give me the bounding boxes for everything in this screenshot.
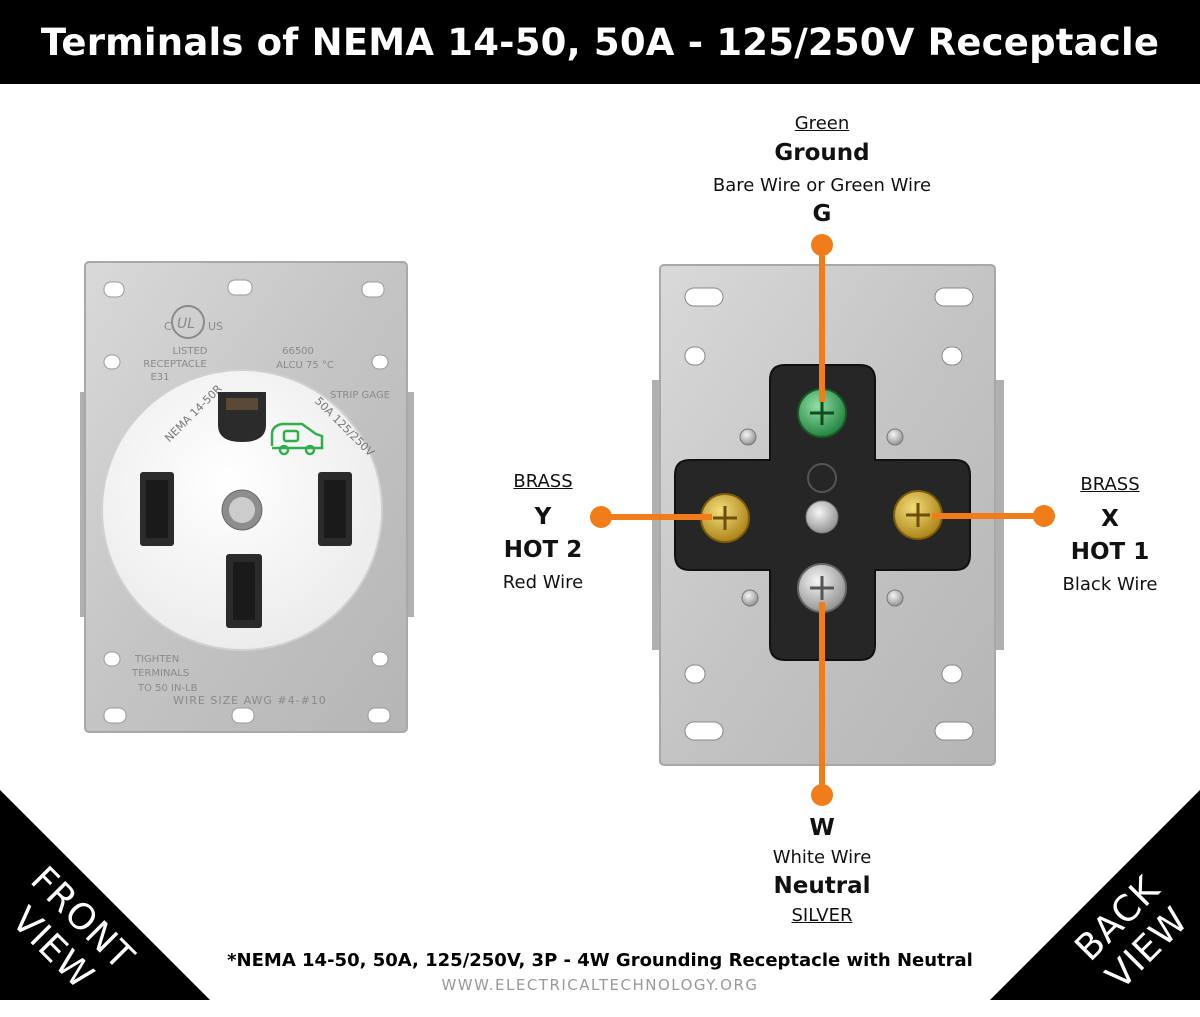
alcu-rating-text: ALCU 75 °C [276, 360, 334, 371]
front-plate-slot [367, 707, 391, 724]
ground-material-label: Green [794, 113, 850, 134]
back-plate-slot [684, 664, 706, 684]
ground-callout-dot [811, 234, 833, 256]
front-plate-slot [227, 279, 253, 296]
hot2-wire-label: Red Wire [502, 572, 584, 593]
e-code-text: E31 [150, 372, 169, 383]
neutral-letter-label: W [809, 815, 835, 841]
neutral-material-label: SILVER [791, 905, 853, 926]
neutral-callout-dot [811, 784, 833, 806]
back-plate-slot [941, 346, 963, 366]
front-plate-slot [103, 651, 121, 667]
mounting-screw [886, 428, 904, 446]
front-view-receptacle: UL C US LISTED RECEPTACLE E31 66500 ALCU… [80, 261, 414, 733]
hot1-callout-dot [1033, 505, 1055, 527]
callout-lines [590, 234, 1055, 806]
hot1-letter-label: X [1101, 506, 1119, 532]
neutral-name-label: Neutral [773, 873, 871, 899]
website-footer: WWW.ELECTRICALTECHNOLOGY.ORG [441, 976, 759, 994]
back-view-corner [990, 790, 1200, 1000]
mounting-screw [741, 589, 759, 607]
model-number-text: 66500 [282, 346, 314, 357]
ground-wire-label: Bare Wire or Green Wire [712, 175, 932, 196]
back-plate-slot [684, 721, 724, 741]
front-plate-slot [103, 281, 125, 298]
back-plate-slot [941, 664, 963, 684]
hot1-material-label: BRASS [1080, 474, 1140, 495]
ul-us-text: US [208, 320, 223, 333]
hot2-name-label: HOT 2 [503, 537, 583, 563]
front-plate-slot [103, 354, 121, 370]
back-view-receptacle [652, 264, 1004, 766]
neutral-wire-label: White Wire [772, 847, 872, 868]
front-view-corner [0, 790, 210, 1000]
tighten-text: TIGHTEN [134, 654, 179, 665]
terminals-text: TERMINALS [131, 668, 189, 679]
torque-text: TO 50 IN-LB [137, 683, 198, 694]
back-plate-slot [684, 346, 706, 366]
svg-text:UL: UL [177, 316, 195, 332]
listed-text: LISTED [173, 346, 208, 357]
ul-c-text: C [164, 320, 172, 333]
back-plate-slot [934, 721, 974, 741]
hot2-letter-label: Y [534, 504, 552, 530]
ground-letter-label: G [812, 201, 832, 227]
ground-name-label: Ground [774, 140, 870, 166]
hot1-wire-label: Black Wire [1062, 574, 1158, 595]
back-plate-slot [934, 287, 974, 307]
center-rivet [805, 500, 839, 534]
mounting-screw [886, 589, 904, 607]
ul-listed-icon [171, 305, 205, 339]
hot2-material-label: BRASS [513, 471, 573, 492]
front-plate-slot [103, 707, 127, 724]
front-plate-slot [361, 281, 385, 298]
bulb-icon [807, 463, 837, 493]
back-plate-slot [684, 287, 724, 307]
front-plate-slot [371, 354, 389, 370]
strip-gage-text: STRIP GAGE [330, 390, 390, 401]
front-plate-slot [371, 651, 389, 667]
page-title: Terminals of NEMA 14-50, 50A - 125/250V … [0, 0, 1200, 84]
ev-charger-icon [270, 422, 324, 456]
receptacle-text: RECEPTACLE [143, 359, 206, 370]
front-plate-slot [231, 707, 255, 724]
receptacle-note: *NEMA 14-50, 50A, 125/250V, 3P - 4W Grou… [227, 950, 973, 971]
mounting-screw [739, 428, 757, 446]
hot1-name-label: HOT 1 [1070, 539, 1150, 565]
wire-size-text: WIRE SIZE AWG #4-#10 [173, 694, 327, 707]
hot2-callout-dot [590, 506, 612, 528]
